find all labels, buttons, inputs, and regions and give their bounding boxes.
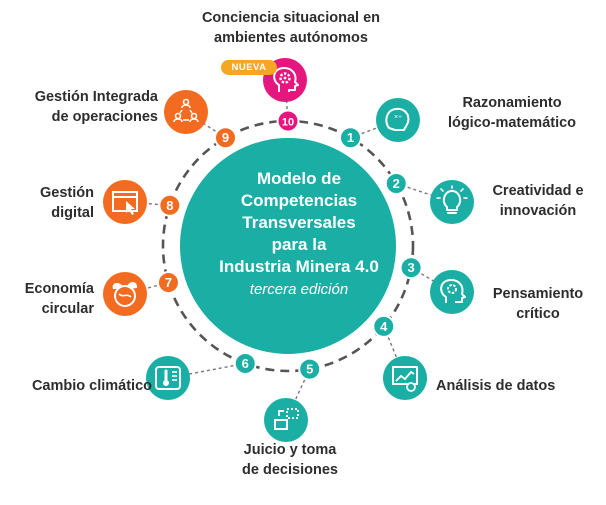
center-title-line: Industria Minera 4.0 [219, 257, 379, 276]
competency-label-6: Cambio climático [31, 378, 152, 394]
svg-text:7: 7 [165, 275, 172, 290]
brain-math-icon: ×÷ [376, 98, 420, 142]
competency-number-7: 7 [156, 271, 180, 295]
svg-text:6: 6 [242, 356, 249, 371]
center-title: Modelo de Competencias Transversales par… [186, 168, 412, 301]
center-circle [180, 138, 396, 354]
browser-click-icon [103, 180, 147, 224]
center-title-line: Modelo de [256, 169, 342, 188]
competency-number-8: 8 [158, 193, 182, 217]
svg-text:5: 5 [306, 362, 313, 377]
competency-number-9: 9 [214, 126, 237, 150]
svg-text:1: 1 [347, 130, 354, 145]
competency-number-10: 10 [276, 109, 300, 133]
connector-6 [167, 362, 246, 379]
svg-text:9: 9 [222, 130, 229, 145]
svg-text:2: 2 [393, 176, 400, 191]
head-gears-icon [430, 270, 474, 314]
center-title-line: para la [271, 235, 327, 254]
svg-text:3: 3 [407, 260, 414, 275]
decision-icon [264, 398, 308, 442]
people-network-icon [164, 90, 208, 134]
thermometer-icon [146, 356, 190, 400]
competency-number-1: 1 [339, 126, 362, 150]
center-title-line: Transversales [242, 213, 356, 232]
data-analysis-icon [383, 356, 427, 400]
competency-number-6: 6 [233, 351, 257, 375]
svg-text:4: 4 [380, 319, 388, 334]
competency-number-3: 3 [399, 256, 423, 280]
competency-number-5: 5 [298, 357, 322, 381]
globe-leaves-icon [103, 272, 147, 316]
center-subtitle: tercera edición [249, 281, 349, 298]
center-title-line: Competencias [240, 191, 358, 210]
competency-number-2: 2 [384, 172, 408, 195]
svg-text:×÷: ×÷ [394, 114, 402, 121]
svg-text:10: 10 [282, 117, 294, 129]
new-badge: NUEVA [221, 60, 277, 75]
competency-label-4: Análisis de datos [436, 378, 556, 394]
svg-text:8: 8 [166, 198, 173, 213]
competency-number-4: 4 [372, 314, 396, 338]
lightbulb-icon [430, 180, 474, 224]
